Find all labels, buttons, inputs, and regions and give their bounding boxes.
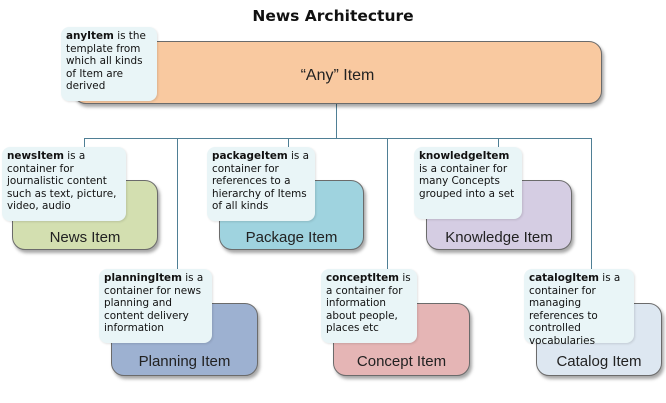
news-item-note-term: newsItem	[7, 150, 64, 162]
knowledge-item-note-term: knowledgeItem	[419, 150, 510, 162]
concept-item-note-term: conceptItem	[326, 272, 400, 284]
catalog-item-note: catalogItem is a container for managing …	[524, 269, 634, 347]
news-item-note-text: is a container for journalistic content …	[7, 150, 117, 212]
planning-item-note-text: is a container for news planning and con…	[104, 272, 204, 334]
connector-root-stem	[336, 104, 337, 138]
connector-planning	[177, 138, 178, 304]
knowledge-item-note-text: is a container for many Concepts grouped…	[419, 162, 515, 200]
connector-concept	[387, 138, 388, 304]
concept-item-note: conceptItem is a container for informati…	[321, 269, 417, 343]
package-item-label: Package Item	[245, 229, 338, 246]
any-item-note-term: anyItem	[66, 30, 114, 42]
package-item-note: packageItem is a container for reference…	[207, 147, 315, 221]
catalog-item-note-term: catalogItem	[529, 272, 599, 284]
concept-item-note-text: is a container for information about peo…	[326, 272, 411, 334]
news-item-label: News Item	[49, 229, 121, 246]
package-item-note-text: is a container for references to a hiera…	[212, 150, 310, 212]
catalog-item-label: Catalog Item	[556, 353, 642, 370]
knowledge-item-note: knowledgeItem is a container for many Co…	[414, 147, 522, 219]
any-item-label: “Any” Item	[300, 67, 375, 84]
planning-item-note: planningItem is a container for news pla…	[99, 269, 212, 343]
any-item-note-text: is the template from which all kinds of …	[66, 30, 146, 92]
knowledge-item-label: Knowledge Item	[445, 229, 553, 246]
any-item-box: “Any” Item	[73, 41, 602, 104]
planning-item-note-term: planningItem	[104, 272, 182, 284]
package-item-note-term: packageItem	[212, 150, 288, 162]
any-item-note: anyItem is the template from which all k…	[61, 27, 157, 101]
connector-horizontal-bus	[84, 138, 591, 139]
concept-item-label: Concept Item	[356, 353, 447, 370]
news-item-note: newsItem is a container for journalistic…	[2, 147, 126, 221]
diagram-title: News Architecture	[252, 7, 414, 25]
connector-catalog	[591, 138, 592, 304]
catalog-item-note-text: is a container for managing references t…	[529, 272, 621, 347]
planning-item-label: Planning Item	[138, 353, 231, 370]
